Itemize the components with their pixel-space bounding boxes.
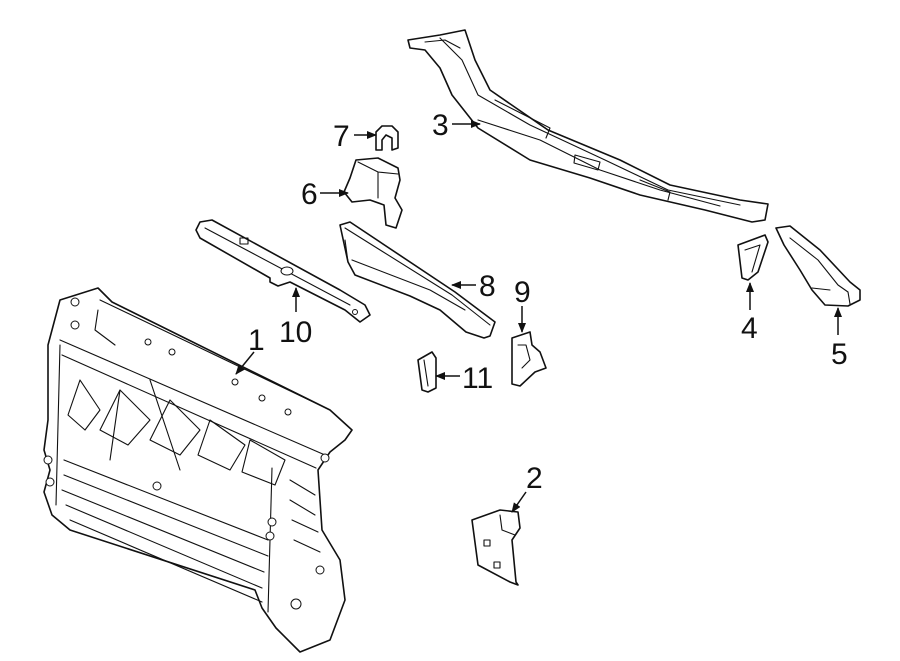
part-6-bracket[interactable]: [343, 157, 403, 229]
callout-10: 10: [279, 316, 312, 349]
part-2-lower-bracket[interactable]: [471, 509, 521, 586]
part-1-radiator-support[interactable]: [43, 287, 353, 653]
part-8-lock-support[interactable]: [339, 221, 496, 339]
callout-7: 7: [333, 120, 350, 153]
callout-11: 11: [462, 362, 493, 395]
callout-4: 4: [741, 312, 758, 345]
callout-9: 9: [514, 276, 531, 309]
part-5-side-extension[interactable]: [775, 225, 861, 307]
callout-2: 2: [526, 462, 543, 495]
part-9-bracket[interactable]: [511, 331, 547, 387]
callout-8: 8: [479, 270, 496, 303]
callout-3: 3: [432, 109, 449, 142]
callout-6: 6: [301, 178, 318, 211]
part-3-upper-tie-bar[interactable]: [407, 29, 769, 223]
part-10-upper-cover[interactable]: [195, 219, 371, 323]
part-7-clip[interactable]: [375, 125, 399, 151]
leader-lines: [235, 120, 842, 513]
callout-1: 1: [248, 324, 265, 357]
part-4-small-bracket[interactable]: [737, 234, 769, 281]
part-11-seal[interactable]: [417, 351, 437, 393]
callout-5: 5: [831, 338, 848, 371]
